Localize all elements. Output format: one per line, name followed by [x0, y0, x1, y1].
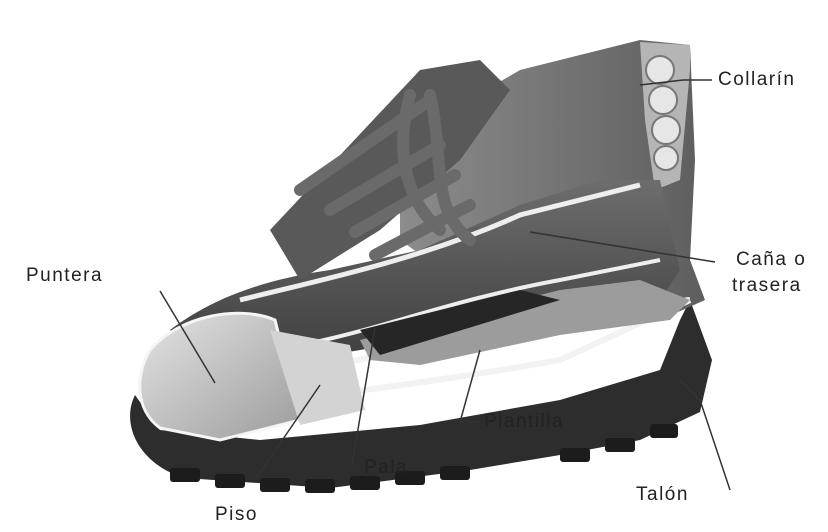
label-puntera: Puntera: [26, 264, 103, 288]
label-cana-line2: trasera: [732, 274, 802, 298]
label-piso: Piso: [215, 503, 258, 527]
label-talon: Talón: [636, 483, 689, 507]
label-pala: Pala: [364, 456, 408, 480]
label-cana-line1: Caña o: [736, 248, 806, 272]
label-collarin: Collarín: [718, 68, 795, 92]
label-plantilla: Plantilla: [484, 410, 564, 434]
